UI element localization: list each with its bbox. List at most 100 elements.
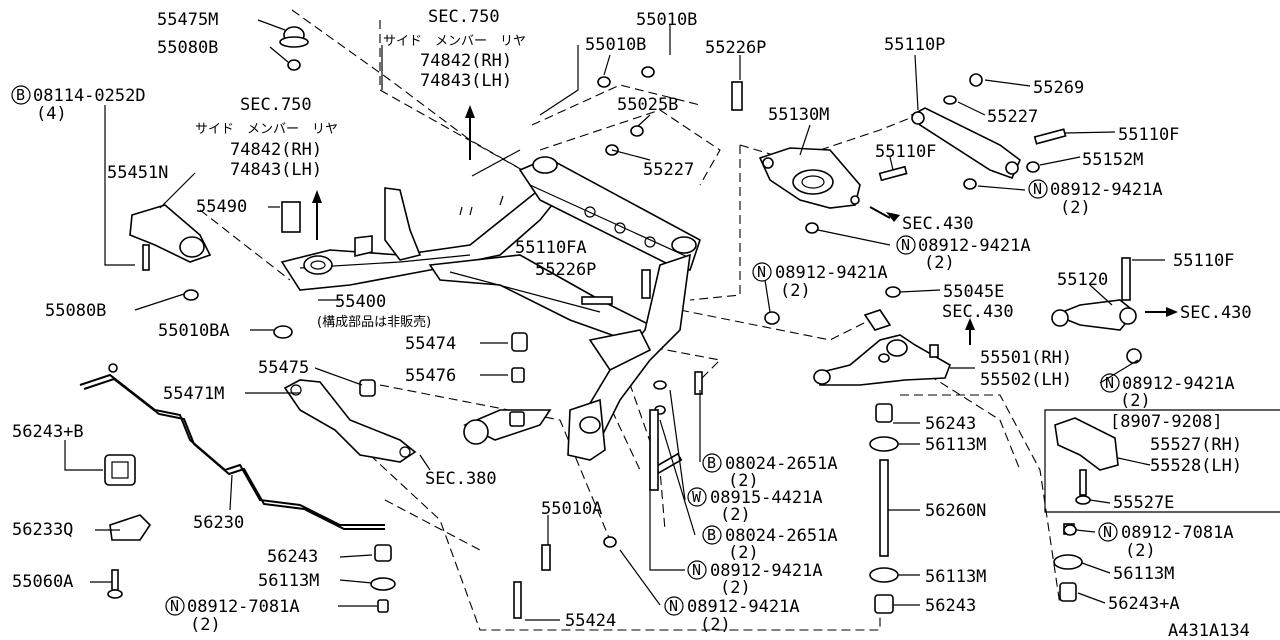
label-55025B: 55025B: [617, 95, 678, 115]
washer-prefix-icon: [687, 487, 707, 507]
label-55474: 55474: [405, 334, 456, 354]
sec750-right-sub: サイド メンバー リヤ: [383, 34, 526, 49]
stabilizer-bar: [79, 363, 396, 613]
label-08912-9421A-1: 08912-9421A: [1050, 180, 1163, 200]
label-55080B: 55080B: [157, 38, 218, 58]
label-55528LH: 55528(LH): [1150, 456, 1242, 476]
label-55527E: 55527E: [1113, 493, 1174, 513]
label-08912-9421A-5: 08912-9421A: [710, 561, 823, 581]
label-08912-7081A-1: 08912-7081A: [187, 597, 300, 617]
label-56113M-b: 56113M: [925, 435, 986, 455]
label-56260N: 56260N: [925, 501, 986, 521]
label-55010B-b: 55010B: [585, 35, 646, 55]
part-labels: 55475M 55080B B 08114-0252D (4) SEC.750 …: [11, 7, 1252, 640]
nut-prefix-icon: [687, 560, 707, 580]
label-55400-note: (構成部品は非販売): [317, 314, 431, 330]
label-55471M: 55471M: [163, 384, 224, 404]
label-55226P-b: 55226P: [535, 260, 596, 280]
label-55110F-b: 55110F: [875, 142, 936, 162]
nut-prefix-icon: [1098, 522, 1118, 542]
sec750-left-title: SEC.750: [240, 95, 312, 115]
label-08912-9421A-3: 08912-9421A: [775, 263, 888, 283]
label-55152M: 55152M: [1082, 150, 1143, 170]
label-08912-9421A-6: 08912-9421A: [687, 597, 800, 617]
sec430-b: SEC.430: [1180, 303, 1252, 323]
label-55527RH: 55527(RH): [1150, 435, 1242, 455]
sec750-left-sub: サイド メンバー リヤ: [195, 122, 338, 137]
label-55400: 55400: [335, 292, 386, 312]
label-55110F-c: 55110F: [1173, 251, 1234, 271]
label-55501: 55501(RH): [980, 348, 1072, 368]
label-55110F-a: 55110F: [1118, 125, 1179, 145]
bolt-prefix-letter: B: [707, 526, 716, 544]
label-55010BA: 55010BA: [158, 321, 230, 341]
nut-prefix-icon: [1028, 179, 1048, 199]
nut-prefix-icon: [1100, 373, 1120, 393]
label-56243-c: 56243: [925, 596, 976, 616]
nut-prefix-icon: [165, 596, 185, 616]
label-55120: 55120: [1057, 270, 1108, 290]
label-56113M-a: 56113M: [258, 571, 319, 591]
label-qty-8: (2): [728, 543, 759, 563]
label-qty-4: (2): [1120, 391, 1151, 411]
nut-prefix-letter: N: [692, 561, 701, 579]
label-55110P: 55110P: [884, 35, 945, 55]
label-08024-2651A-1: 08024-2651A: [725, 454, 838, 474]
rear-suspension-member: [280, 156, 701, 461]
label-08912-9421A-2: 08912-9421A: [918, 236, 1031, 256]
sec430-a: SEC.430: [902, 214, 974, 234]
label-55424: 55424: [565, 611, 616, 631]
sec430-c: SEC.430: [942, 302, 1014, 322]
nut-prefix-letter: N: [901, 236, 910, 254]
nut-prefix-icon: [896, 235, 916, 255]
bolt-prefix-icon: [11, 85, 31, 105]
bolts-and-nuts: [513, 66, 1077, 619]
label-08114-0252D: 08114-0252D: [33, 86, 146, 106]
label-56243-b: 56243: [925, 414, 976, 434]
label-55502: 55502(LH): [980, 370, 1072, 390]
label-qty-10: (2): [700, 615, 731, 635]
upper-link-55130M: [758, 147, 861, 209]
label-55045E: 55045E: [943, 282, 1004, 302]
label-55060A: 55060A: [12, 572, 73, 592]
nut-prefix-letter: N: [1103, 523, 1112, 541]
sec750-right-lh: 74843(LH): [420, 71, 512, 91]
label-55490: 55490: [196, 197, 247, 217]
label-56243B: 56243+B: [12, 422, 84, 442]
label-55080B-lower: 55080B: [45, 301, 106, 321]
label-56230: 56230: [193, 513, 244, 533]
label-08915-4421A: 08915-4421A: [710, 488, 823, 508]
lateral-link-55120: [1051, 257, 1142, 364]
diff-mount-member: [283, 332, 552, 463]
nut-prefix-icon: [664, 596, 684, 616]
nut-prefix-icon: [752, 262, 772, 282]
nut-prefix-letter: N: [1033, 180, 1042, 198]
label-08024-2651A-2: 08024-2651A: [725, 526, 838, 546]
label-55451N: 55451N: [107, 163, 168, 183]
arrows: [312, 105, 1178, 345]
nut-prefix-letter: N: [757, 263, 766, 281]
sec750-right-rh: 74842(RH): [420, 51, 512, 71]
solid-leaders: [64, 19, 1165, 621]
label-55475M: 55475M: [157, 10, 218, 30]
mounts: [129, 26, 309, 339]
sec380: SEC.380: [425, 469, 497, 489]
label-55226P-a: 55226P: [705, 38, 766, 58]
label-55130M: 55130M: [768, 105, 829, 125]
label-qty-1: (2): [1060, 198, 1091, 218]
label-56113M-c: 56113M: [925, 567, 986, 587]
lower-arm-55501: [813, 286, 951, 386]
bolt-prefix-letter: B: [707, 454, 716, 472]
nut-prefix-letter: N: [1105, 374, 1114, 392]
label-08912-7081A-2: 08912-7081A: [1121, 523, 1234, 543]
label-56113M-d: 56113M: [1113, 564, 1174, 584]
label-qty-5: (2): [190, 615, 221, 635]
label-55476: 55476: [405, 366, 456, 386]
label-qty-9: (2): [720, 578, 751, 598]
label-qty-6: (2): [728, 471, 759, 491]
label-56233Q: 56233Q: [12, 520, 73, 540]
nut-prefix-letter: N: [170, 597, 179, 615]
label-date-range: [8907-9208]: [1110, 412, 1223, 432]
label-55269: 55269: [1033, 78, 1084, 98]
